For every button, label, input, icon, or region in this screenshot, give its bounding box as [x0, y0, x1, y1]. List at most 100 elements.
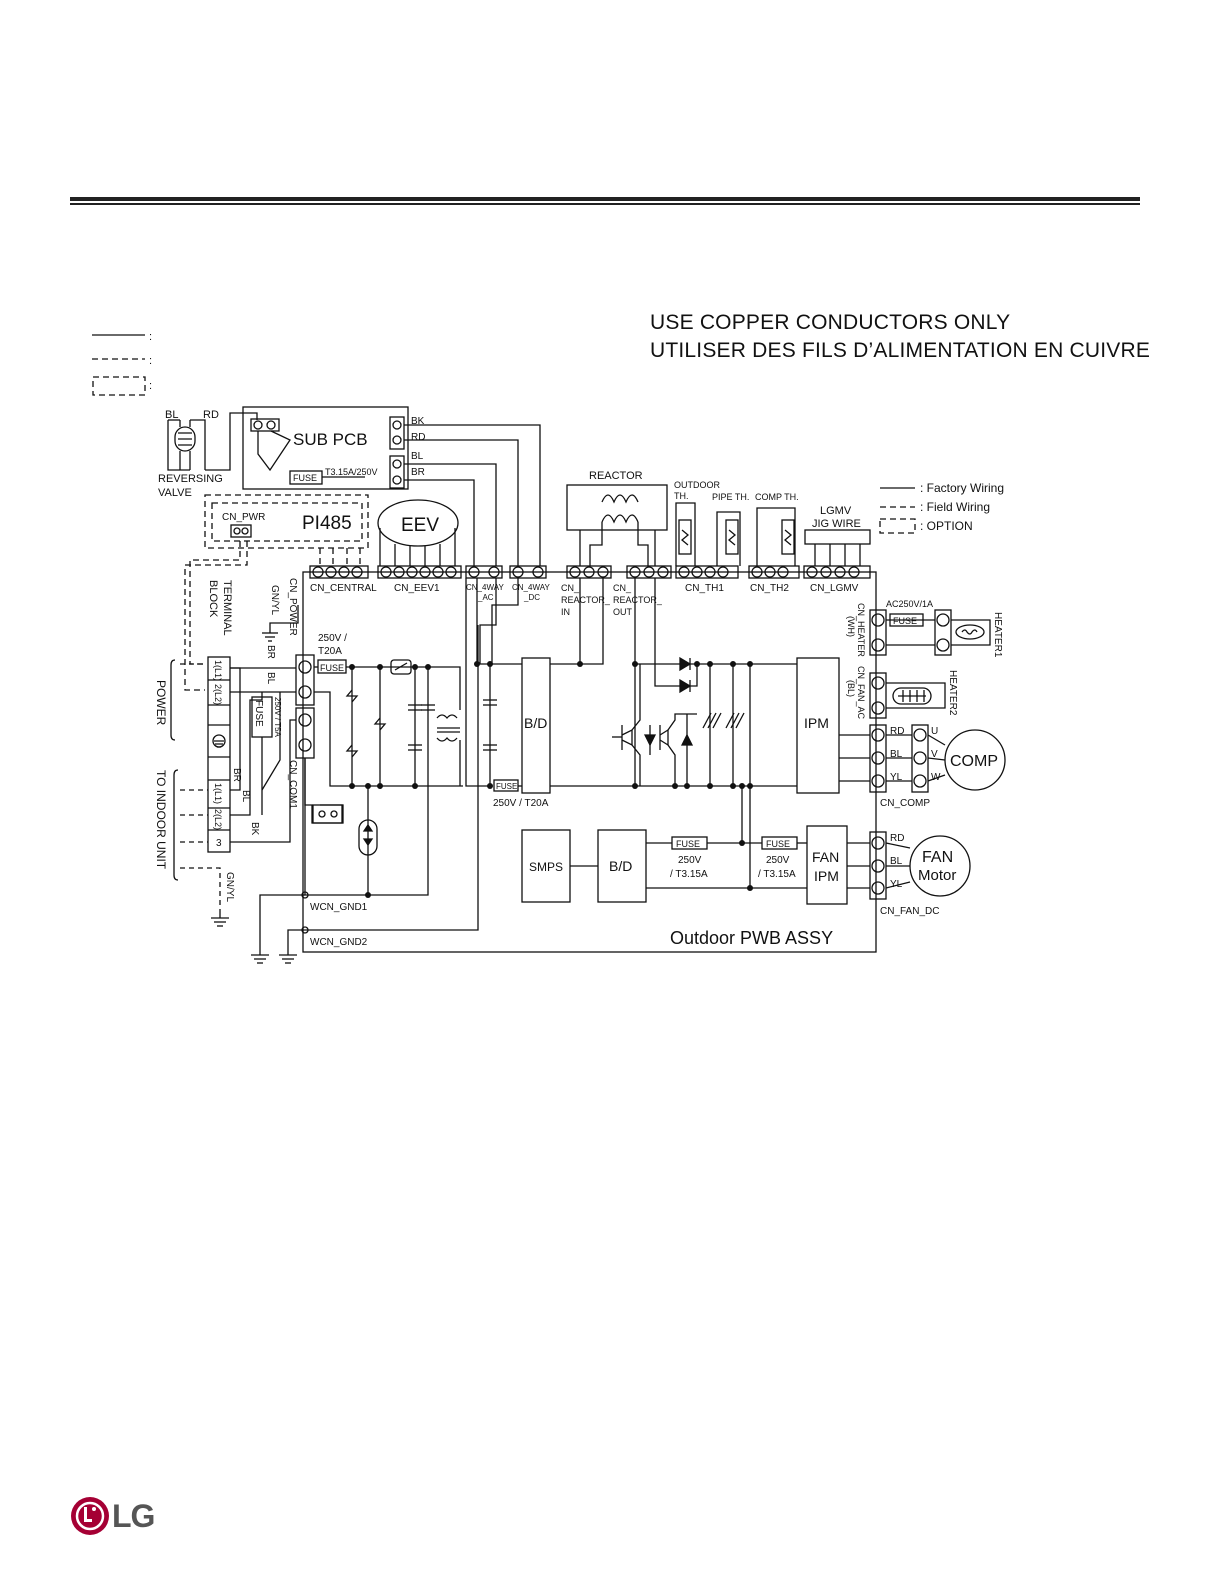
cn-4way-dc-label-1: CN_4WAY: [512, 583, 550, 592]
comp-w: W: [931, 772, 941, 783]
label-valve: VALVE: [158, 487, 192, 499]
cn-reactor-out-label-1: CN_: [613, 583, 632, 593]
notice-line-2: UTILISER DES FILS D’ALIMENTATION EN CUIV…: [650, 339, 1151, 362]
comp-bl: BL: [890, 749, 903, 760]
heater-fuse: FUSE: [893, 616, 917, 626]
outdoor-pwb-outline: [302, 571, 877, 953]
comp-title: COMP: [950, 753, 998, 770]
tb-1l1: 1(L1): [213, 660, 223, 681]
legend-colon-3: :: [149, 380, 152, 392]
cn-pwr-label: CN_PWR: [222, 512, 265, 523]
cn-heater-label-1: CN_HEATER: [856, 603, 866, 657]
cn-4way-ac-label-1: CN_4WAY: [466, 583, 504, 592]
cn-pwr-connector: [230, 524, 252, 538]
wire-br-b: BR: [231, 768, 242, 782]
sub-pcb-title: SUB PCB: [293, 430, 368, 449]
cn-reactor-in-label-1: CN_: [561, 583, 580, 593]
wcn-gnd2-label: WCN_GND2: [310, 937, 368, 948]
cn-fan-ac-label-2: (BL): [846, 680, 856, 697]
comp-wiring: [839, 724, 1006, 793]
main-fuse-rating-2: T20A: [318, 646, 342, 657]
cn-reactor-in-label-2: REACTOR_: [561, 595, 611, 605]
input-filter: [314, 659, 463, 895]
cn-heater-label-2: (WH): [846, 616, 856, 637]
main-fuse-rating-1: 250V /: [318, 633, 347, 644]
wire-bk-b: BK: [249, 822, 260, 836]
legend-colon-2: :: [149, 355, 152, 367]
cn-fan-ac-label-1: CN_FAN_AC: [856, 666, 866, 720]
lg-logo-icon: [71, 1497, 109, 1535]
fuse-b-rating-2: / T3.15A: [758, 869, 796, 880]
pwb-title: Outdoor PWB ASSY: [670, 928, 833, 948]
cn-4way-dc-label-2: _DC: [523, 593, 540, 602]
pi485-title: PI485: [302, 513, 352, 534]
cn-com1-label: CN_COM1: [287, 760, 298, 809]
tb-fuse-label: FUSE: [253, 700, 264, 727]
fuse-a-rating-1: 250V: [678, 855, 702, 866]
comp-v: V: [931, 749, 938, 760]
outdoor-th-label-1: OUTDOOR: [674, 480, 720, 490]
thermistors: [675, 502, 796, 566]
cn-4way-ac-label-2: _AC: [477, 593, 494, 602]
wire-br-a: BR: [265, 645, 276, 659]
tb-1l1-b: 1(L1): [213, 783, 223, 804]
comp-th-label: COMP TH.: [755, 492, 799, 502]
eev-title: EEV: [401, 515, 439, 536]
wire-bl-a: BL: [265, 672, 276, 685]
label-bl-sub: BL: [411, 451, 424, 462]
power-label: POWER: [154, 680, 168, 726]
comp-u: U: [931, 726, 938, 737]
tb-3: 3: [216, 838, 222, 849]
to-indoor-label: TO INDOOR UNIT: [154, 770, 168, 870]
cn-reactor-in-label-3: IN: [561, 607, 570, 617]
block-label: BLOCK: [207, 580, 219, 618]
bd1-title: B/D: [524, 715, 547, 731]
terminal-label: TERMINAL: [221, 580, 233, 636]
tb-2l2: 2(L2): [213, 684, 223, 705]
sub-pcb-fuse-rating: T3.15A/250V: [325, 467, 378, 477]
legend-factory: : Factory Wiring: [920, 481, 1004, 495]
bd-fuse-rating: 250V / T20A: [493, 798, 549, 809]
pi485: [184, 494, 369, 691]
ground-symbol-left: [211, 912, 229, 927]
header-rule-thick: [70, 197, 1140, 201]
jig-wire-label: JIG WIRE: [812, 518, 861, 530]
heater2-label: HEATER2: [947, 670, 958, 716]
tb-2l2-b: 2(L2): [213, 809, 223, 830]
cn-th2-label: CN_TH2: [750, 583, 789, 594]
cn-comp-label: CN_COMP: [880, 798, 930, 809]
reactor: [566, 484, 668, 566]
label-bk: BK: [411, 416, 425, 427]
wcn-gnd1-label: WCN_GND1: [310, 902, 368, 913]
wire-bl-b: BL: [240, 790, 251, 803]
label-reversing: REVERSING: [158, 473, 223, 485]
cn-reactor-out-label-3: OUT: [613, 607, 633, 617]
legend-field: : Field Wiring: [920, 500, 990, 514]
comp-yl: YL: [890, 772, 903, 783]
bd2-title: B/D: [609, 858, 632, 874]
fan-motor-wiring: [847, 831, 971, 900]
eev: [377, 499, 459, 566]
cn-eev1-label: CN_EEV1: [394, 583, 440, 594]
bd-fuse: FUSE: [496, 782, 517, 791]
label-rd-valve: RD: [203, 409, 219, 421]
pipe-th-label: PIPE TH.: [712, 492, 749, 502]
reversing-valve: [167, 412, 258, 471]
indoor-field-wiring: [180, 663, 221, 912]
reactor-title: REACTOR: [589, 470, 643, 482]
fuse-b: FUSE: [766, 839, 790, 849]
cn-lgmv-label: CN_LGMV: [810, 583, 859, 594]
notice-line-1: USE COPPER CONDUCTORS ONLY: [650, 311, 1011, 334]
gnyl-label: GN/YL: [269, 585, 280, 615]
header-rule-thin: [70, 203, 1140, 205]
cn-power: [295, 654, 315, 759]
ipm-title: IPM: [804, 715, 829, 731]
terminal-wiring: [230, 667, 344, 843]
heater1-label: HEATER1: [992, 612, 1003, 658]
cn-fan-dc-label: CN_FAN_DC: [880, 906, 939, 917]
outdoor-th-label-2: TH.: [674, 491, 689, 501]
terminal-block: [170, 656, 231, 881]
cn-th1-label: CN_TH1: [685, 583, 724, 594]
label-br-sub: BR: [411, 467, 425, 478]
